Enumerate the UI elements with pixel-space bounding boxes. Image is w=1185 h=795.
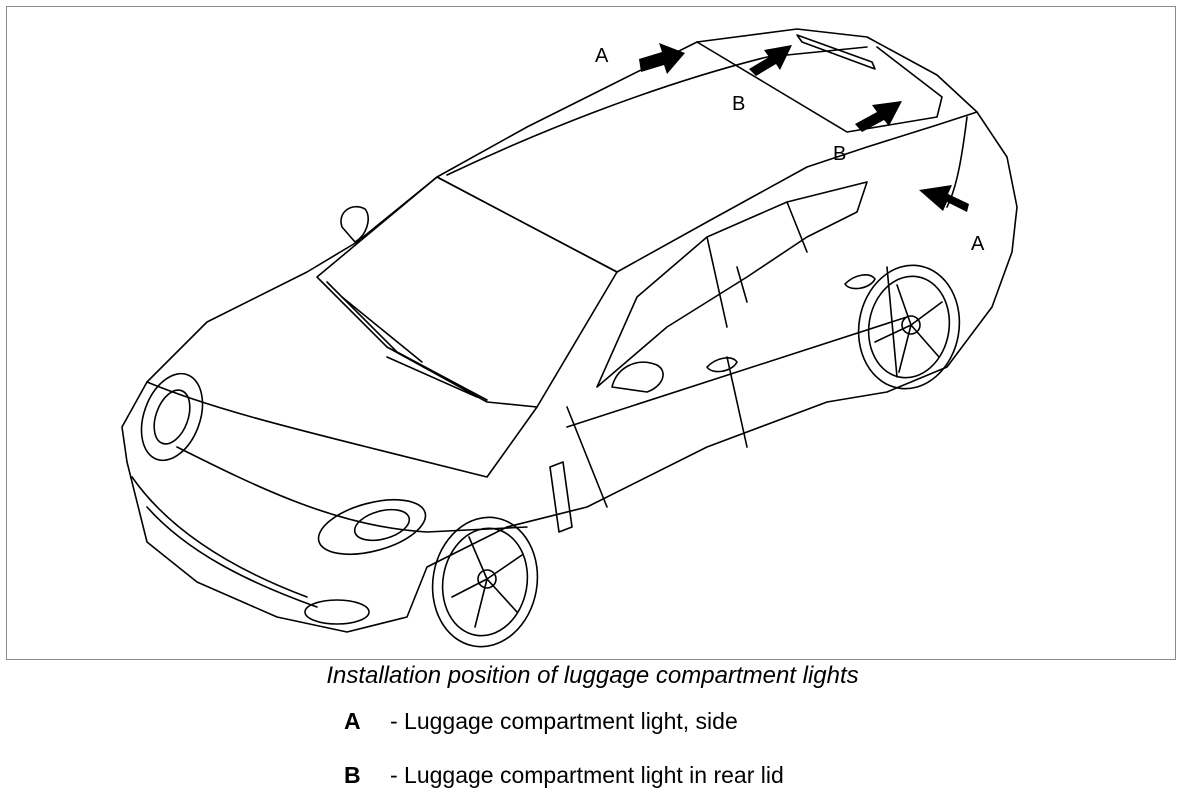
arrow-a-side — [919, 185, 969, 212]
hood — [146, 381, 538, 478]
legend-item-a: A - Luggage compartment light, side — [344, 708, 738, 735]
legend-key: B — [344, 762, 361, 788]
side-windows — [596, 181, 868, 388]
front-wheel — [431, 516, 539, 648]
legend-text: - Luggage compartment light in rear lid — [390, 762, 784, 788]
legend-key: A — [344, 708, 361, 734]
legend-text: - Luggage compartment light, side — [390, 708, 738, 734]
mirror-left — [340, 205, 369, 243]
callout-b-lid: B — [833, 143, 847, 165]
car-body-outline — [121, 28, 1018, 633]
mirror-right — [611, 361, 664, 393]
legend-item-b: B - Luggage compartment light in rear lid — [344, 762, 784, 789]
arrow-a-top — [639, 43, 685, 74]
arrow-b-roof — [749, 45, 792, 76]
rear-lid — [696, 41, 943, 133]
right-headlight — [317, 498, 427, 556]
left-headlight — [140, 372, 204, 462]
arrow-b-lid — [855, 101, 902, 132]
figure-caption: Installation position of luggage compart… — [326, 662, 859, 689]
callout-b-roof: B — [732, 93, 746, 115]
roof-line — [436, 111, 978, 273]
callout-a-side: A — [971, 233, 985, 255]
rear-wheel — [857, 264, 961, 390]
windshield — [316, 176, 618, 408]
callout-a-top: A — [595, 45, 609, 67]
figure-frame: A B B A — [6, 6, 1176, 660]
car-illustration — [121, 28, 1018, 648]
